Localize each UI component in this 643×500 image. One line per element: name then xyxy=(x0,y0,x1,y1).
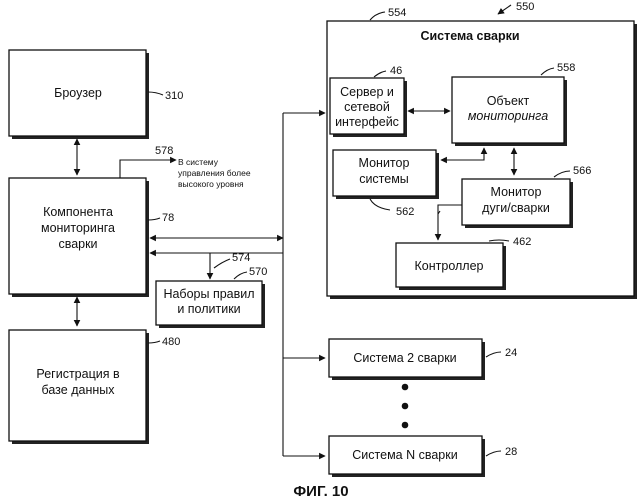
system2-ref-leader xyxy=(486,352,501,357)
database-ref-leader xyxy=(148,341,160,343)
system2-ref: 24 xyxy=(505,347,517,359)
server-block: Сервер и сетевой интерфейс xyxy=(330,78,407,137)
welding-system-ref-leader xyxy=(370,12,385,20)
monitoring-component-line3: сварки xyxy=(58,237,97,251)
ellipsis-dot xyxy=(402,403,409,410)
database-line2: базе данных xyxy=(42,383,116,397)
browser-label: Броузер xyxy=(54,86,102,100)
rules-line2: и политики xyxy=(177,302,240,316)
ellipsis-dot xyxy=(402,422,409,429)
monitoring-component-block: Компонента мониторинга сварки xyxy=(9,178,149,297)
monitoring-object-line1: Объект xyxy=(487,94,530,108)
higher-system-line1: В систему xyxy=(178,157,219,167)
systemN-block: Система N сварки xyxy=(329,436,485,477)
arc-monitor-block: Монитор дуги/сварки xyxy=(462,179,573,228)
systemN-ref-leader xyxy=(486,451,501,456)
arc-monitor-line2: дуги/сварки xyxy=(482,201,550,215)
server-line1: Сервер и xyxy=(340,85,394,99)
component-ref-leader xyxy=(148,218,160,220)
system2-label: Система 2 сварки xyxy=(353,351,456,365)
system-monitor-ref: 562 xyxy=(396,206,414,218)
system2-block: Система 2 сварки xyxy=(329,339,485,380)
corner-ref: 550 xyxy=(516,1,534,13)
higher-system-line3: высокого уровня xyxy=(178,179,244,189)
higher-system-line2: управления более xyxy=(178,168,251,178)
higher-system-ref: 578 xyxy=(155,145,173,157)
controller-block: Контроллер xyxy=(396,243,506,290)
corner-ref-arrow xyxy=(498,5,511,14)
monitoring-object-block: Объект мониторинга xyxy=(452,77,567,146)
rules-ref: 570 xyxy=(249,266,267,278)
rules-line1: Наборы правил xyxy=(163,287,254,301)
figure-caption: ФИГ. 10 xyxy=(293,483,348,500)
monitoring-object-line2: мониторинга xyxy=(468,109,548,123)
higher-system-link xyxy=(120,160,176,178)
monitoring-component-line2: мониторинга xyxy=(41,221,115,235)
monitoring-component-ref: 78 xyxy=(162,212,174,224)
server-line3: интерфейс xyxy=(335,115,399,129)
welding-system-ref: 554 xyxy=(388,7,406,19)
systemN-ref: 28 xyxy=(505,446,517,458)
browser-block: Броузер xyxy=(9,50,149,139)
system-monitor-block: Монитор системы xyxy=(333,150,439,199)
rules-ref-leader xyxy=(234,272,247,279)
database-line1: Регистрация в xyxy=(36,367,120,381)
server-ref: 46 xyxy=(390,65,402,77)
controller-ref: 462 xyxy=(513,236,531,248)
rules-connector-ref: 574 xyxy=(232,252,250,264)
server-line2: сетевой xyxy=(344,100,390,114)
system-monitor-line2: системы xyxy=(359,172,409,186)
database-ref: 480 xyxy=(162,336,180,348)
ellipsis-dot xyxy=(402,384,409,391)
rules-policies-block: Наборы правил и политики xyxy=(156,281,265,328)
database-block: Регистрация в базе данных xyxy=(9,330,149,444)
browser-ref: 310 xyxy=(165,90,183,102)
systemN-label: Система N сварки xyxy=(352,448,457,462)
browser-ref-leader xyxy=(148,92,163,95)
arc-monitor-line1: Монитор xyxy=(491,185,542,199)
controller-label: Контроллер xyxy=(415,259,484,273)
system-monitor-line1: Монитор xyxy=(359,156,410,170)
rules-connector-leader xyxy=(214,259,230,268)
monitoring-component-line1: Компонента xyxy=(43,205,113,219)
arc-monitor-ref: 566 xyxy=(573,165,591,177)
monitoring-object-ref: 558 xyxy=(557,62,575,74)
welding-system-title: Система сварки xyxy=(420,29,519,43)
